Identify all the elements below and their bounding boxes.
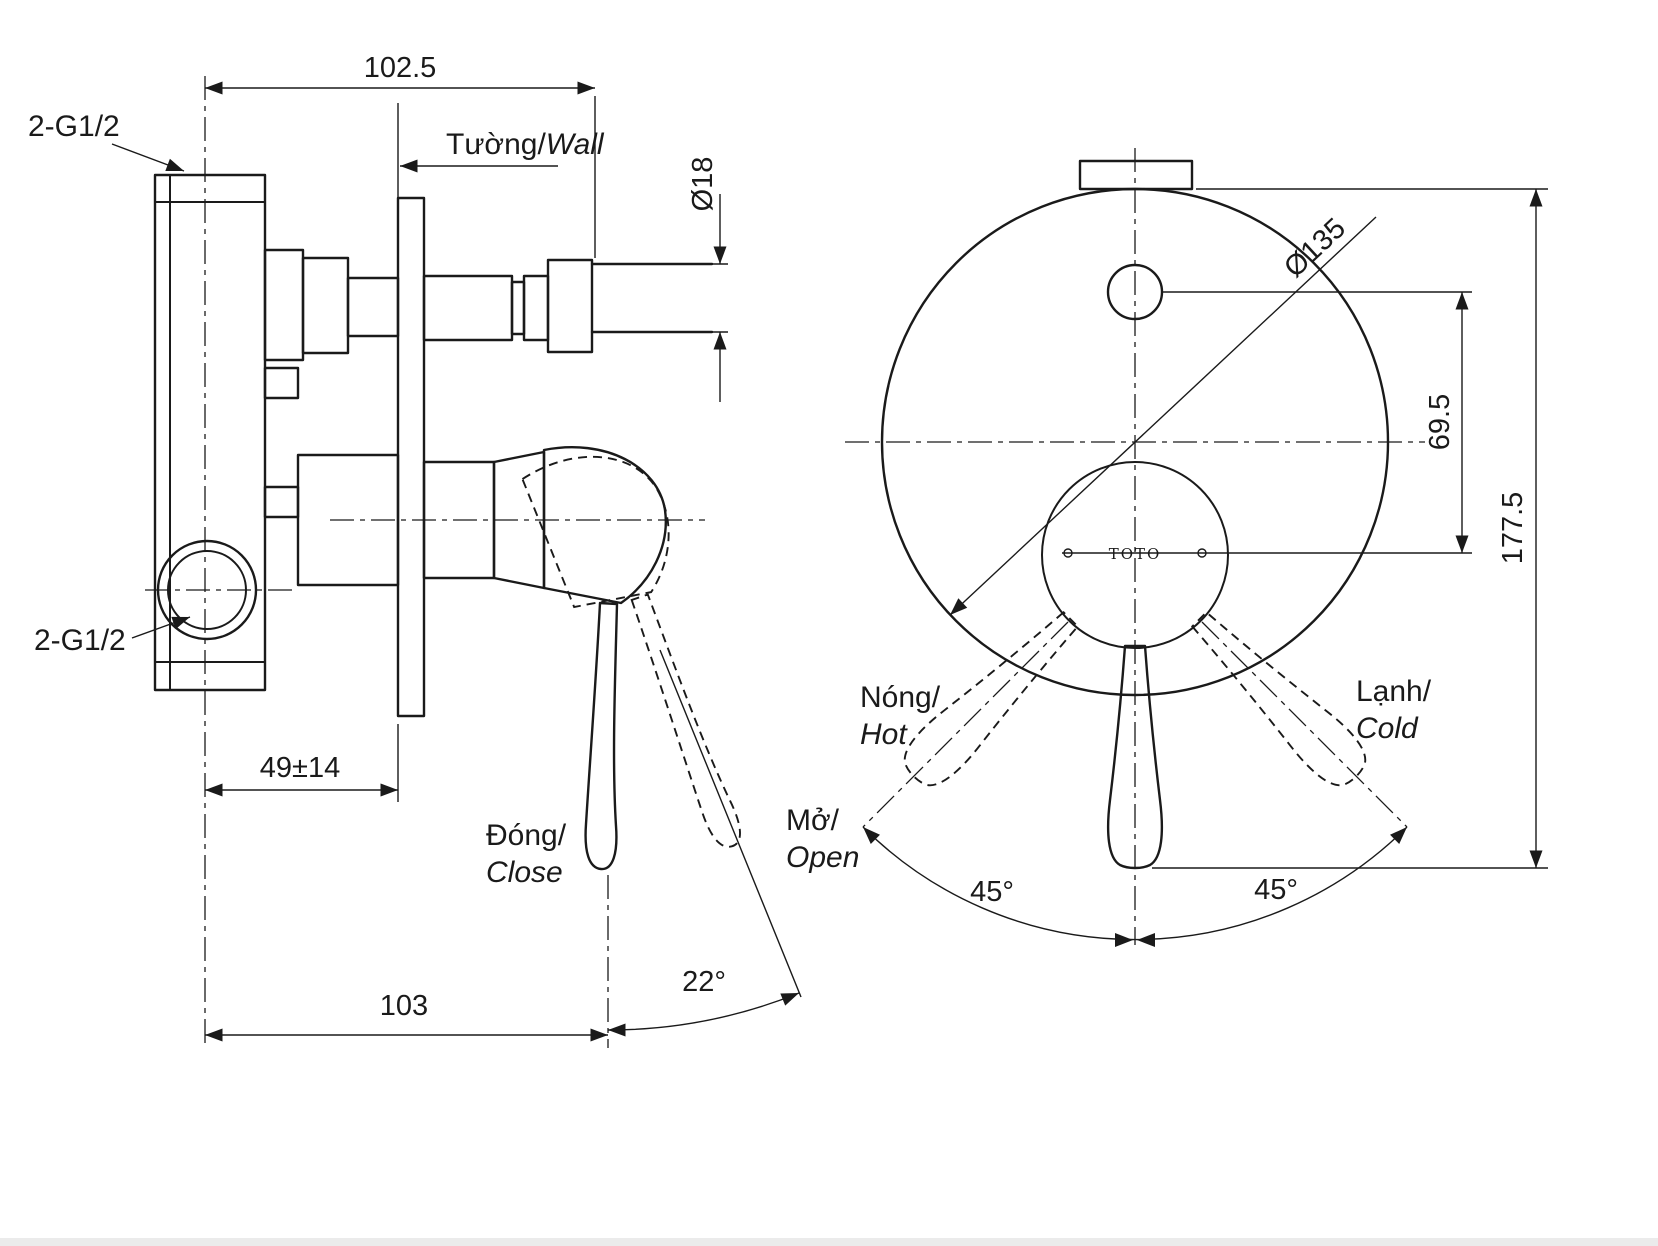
- hot-label: Nóng/ Hot: [860, 681, 941, 751]
- dim-o18-text: Ø18: [687, 157, 719, 212]
- cold-label: Lạnh/ Cold: [1356, 675, 1432, 745]
- handle-open-dashed: [521, 455, 741, 848]
- dim-177-5: 177.5: [1152, 188, 1548, 869]
- angle-22-text: 22°: [682, 966, 726, 998]
- angle-22: 22°: [607, 649, 802, 1037]
- cold-axis-centerline: [1201, 621, 1408, 828]
- port-label-top: 2-G1/2: [28, 110, 185, 172]
- top-tab: [1078, 159, 1194, 191]
- front-view: TOTO Ø135 69.5 177: [786, 148, 1548, 947]
- handle-hub-circle: [1041, 461, 1229, 649]
- close-label-en: Close: [486, 856, 563, 889]
- dim-o135: Ø135: [949, 212, 1377, 616]
- dim-69-5-text: 69.5: [1424, 394, 1456, 450]
- lever-hot-dashed: [903, 610, 1080, 787]
- dim-69-5: 69.5: [1163, 291, 1472, 554]
- open-label-en: Open: [786, 841, 859, 874]
- hub-detail: TOTO: [1062, 545, 1208, 563]
- close-label-vi: Đóng/: [486, 819, 567, 852]
- dim-49-14: 49±14: [205, 724, 399, 802]
- diverter-button-circle: [1106, 263, 1164, 321]
- dim-49-14-text: 49±14: [260, 752, 340, 784]
- open-label-vi: Mở/: [786, 804, 840, 837]
- body-stubs: [263, 366, 300, 519]
- dim-102-5: 102.5: [205, 52, 596, 258]
- open-label: Mở/ Open: [786, 804, 859, 874]
- lever-cold-dashed: [1190, 610, 1367, 787]
- dim-177-5-text: 177.5: [1497, 492, 1529, 565]
- hot-label-vi: Nóng/: [860, 681, 941, 714]
- dim-103-text: 103: [380, 990, 428, 1022]
- port-label-bottom: 2-G1/2: [34, 616, 191, 657]
- top-outlet: [263, 248, 400, 362]
- valve-body: [153, 173, 267, 692]
- shower-pipe: [422, 258, 714, 354]
- dim-o18: Ø18: [687, 157, 728, 402]
- page-bottom-edge: [0, 1238, 1658, 1246]
- handle-closed: [542, 446, 667, 871]
- hot-label-en: Hot: [860, 718, 908, 751]
- wall-label: Tường/Wall: [400, 128, 605, 173]
- wall-plate: [396, 103, 426, 718]
- brand-logo-text: TOTO: [1109, 545, 1162, 563]
- port-label-top-text: 2-G1/2: [28, 110, 120, 143]
- lever-center: [1106, 644, 1164, 870]
- dim-103: 103: [205, 990, 608, 1042]
- port-label-bottom-text: 2-G1/2: [34, 624, 126, 657]
- wall-label-text: Tường/Wall: [446, 128, 605, 161]
- side-view: 102.5 Ø18 49±14 103 22°: [28, 52, 802, 1048]
- close-label: Đóng/ Close: [486, 819, 567, 889]
- cold-label-vi: Lạnh/: [1356, 675, 1432, 708]
- angle-45-left-text: 45°: [970, 876, 1014, 908]
- dim-102-5-text: 102.5: [364, 52, 437, 84]
- cold-label-en: Cold: [1356, 712, 1419, 745]
- angle-45-right-text: 45°: [1254, 874, 1298, 906]
- hot-axis-centerline: [862, 621, 1069, 828]
- inlet-fitting: [145, 539, 292, 641]
- angle-45-arc: 45° 45°: [862, 826, 1408, 947]
